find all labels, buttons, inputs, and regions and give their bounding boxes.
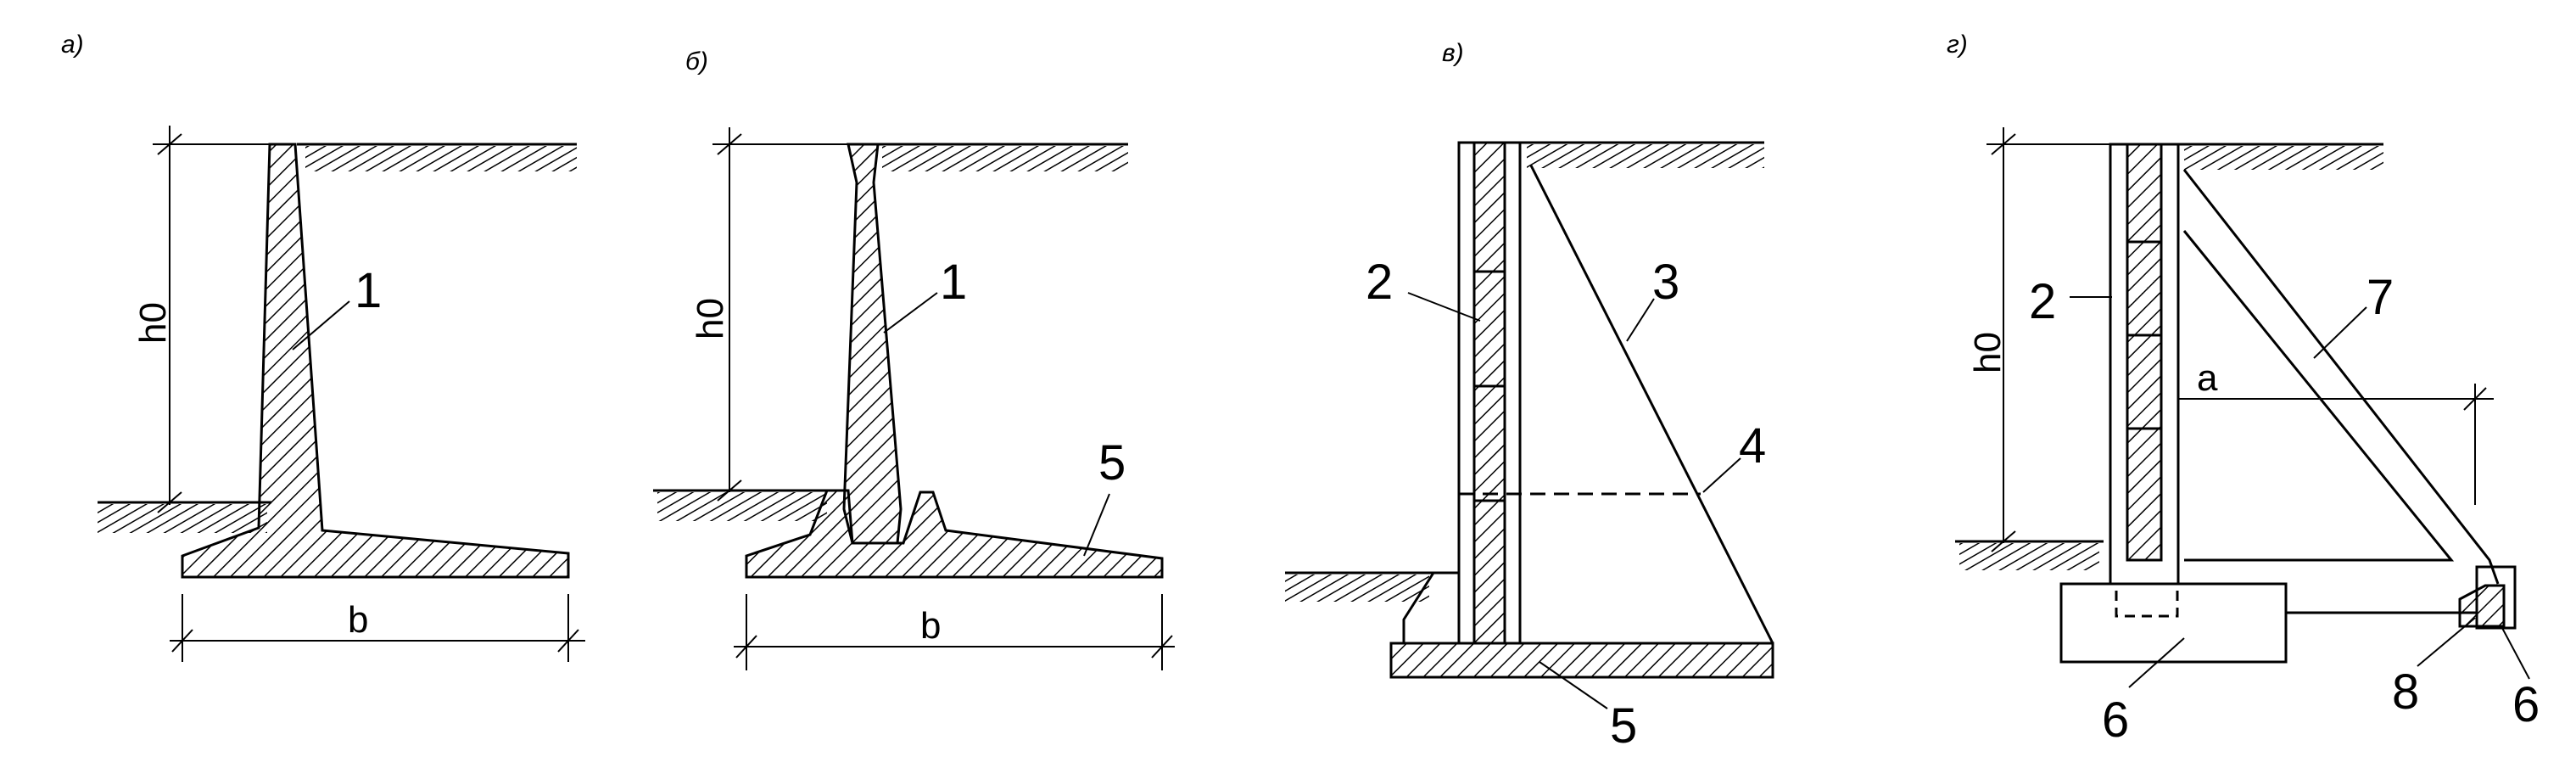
wall-panel-2: [1472, 141, 1506, 645]
callout-8: 8: [2392, 664, 2419, 720]
panel-b-tag: б): [685, 48, 708, 76]
connection-8: [2458, 584, 2506, 628]
dim-label-h0: h0: [132, 302, 174, 344]
panel-c-tag: в): [1442, 39, 1464, 67]
callout-leader: [2313, 306, 2367, 359]
callout-4: 4: [1739, 418, 1766, 474]
callout-leader: [1626, 298, 1655, 342]
callout-1: 1: [940, 255, 967, 310]
panel-d: г) h0 a: [1947, 31, 2540, 748]
dim-label-b: b: [920, 605, 941, 647]
callout-leader: [2417, 617, 2476, 667]
callout-leader: [883, 292, 938, 334]
ground-bottom-hatch: [1959, 543, 2099, 570]
dim-tick: [1991, 133, 2016, 155]
panel-c: в) 2 3 4 5: [1285, 39, 1774, 754]
dim-label-h0: h0: [1967, 332, 2009, 373]
callout-5: 5: [1610, 698, 1637, 754]
ground-top-hatch: [2184, 146, 2383, 170]
callout-2: 2: [1366, 255, 1393, 310]
ground-bottom-hatch: [657, 492, 827, 521]
panel-b: б) h0 b 1 5: [653, 48, 1175, 670]
retaining-wall-1: [842, 143, 902, 545]
strut-7: [2182, 169, 2500, 585]
dim-label-h0: h0: [690, 298, 731, 339]
callout-leader: [1702, 457, 1741, 493]
callout-leader: [2128, 637, 2185, 688]
callout-3: 3: [1652, 255, 1679, 310]
ground-top-hatch: [305, 146, 577, 171]
callout-1: 1: [355, 263, 382, 318]
ground-top-hatch: [1527, 144, 1764, 168]
dim-tick: [1991, 530, 2016, 552]
dim-tick: [735, 635, 757, 659]
wall-panel-2: [2126, 143, 2163, 562]
dim-tick: [2463, 387, 2487, 411]
dim-label-b: b: [348, 599, 368, 641]
callout-leader: [1539, 661, 1608, 709]
callout-5: 5: [1098, 435, 1126, 491]
dim-tick: [557, 629, 579, 653]
foundation-5: [745, 489, 1164, 579]
ground-top-hatch: [882, 146, 1128, 171]
retaining-wall-1: [181, 143, 570, 579]
ground-bottom-hatch: [1285, 575, 1429, 602]
dim-tick: [717, 133, 742, 155]
counterfort-3: [1529, 165, 1774, 644]
dim-label-a: a: [2197, 357, 2218, 399]
ground-bottom-hatch: [98, 504, 267, 533]
footing-socket: [2115, 582, 2179, 618]
callout-6: 6: [2102, 692, 2129, 748]
callout-7: 7: [2366, 270, 2394, 325]
base-slab-5: [1389, 642, 1774, 679]
callout-6: 6: [2512, 677, 2540, 732]
callout-leader: [2501, 627, 2530, 680]
dim-tick: [157, 133, 182, 155]
callout-2: 2: [2029, 274, 2056, 329]
dim-tick: [171, 629, 193, 653]
footing-6: [2059, 582, 2288, 664]
panel-d-tag: г): [1947, 31, 1968, 59]
callout-leader: [1407, 292, 1481, 322]
dim-tick: [1151, 635, 1173, 659]
panel-a: а) h0 b 1: [61, 31, 585, 662]
dim-tick: [157, 491, 182, 513]
panel-a-tag: а): [61, 31, 84, 59]
callout-leader: [1083, 493, 1110, 557]
dim-tick: [717, 479, 742, 502]
callout-leader: [292, 300, 350, 350]
